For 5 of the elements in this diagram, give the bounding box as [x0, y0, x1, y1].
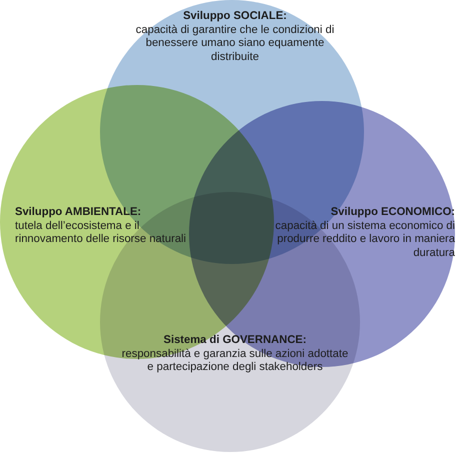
circle-heading: Sviluppo ECONOMICO: [330, 206, 455, 220]
circle-description: tutela dell’ecosistema e il rinnovamento delle risorse naturali [15, 220, 188, 246]
circle-heading: Sviluppo SOCIALE: [182, 10, 288, 24]
circle-heading: Sviluppo AMBIENTALE: [15, 206, 142, 220]
circle-description: capacità di garantire che le condizioni di benessere umano siano equamente distribuite [134, 24, 336, 64]
